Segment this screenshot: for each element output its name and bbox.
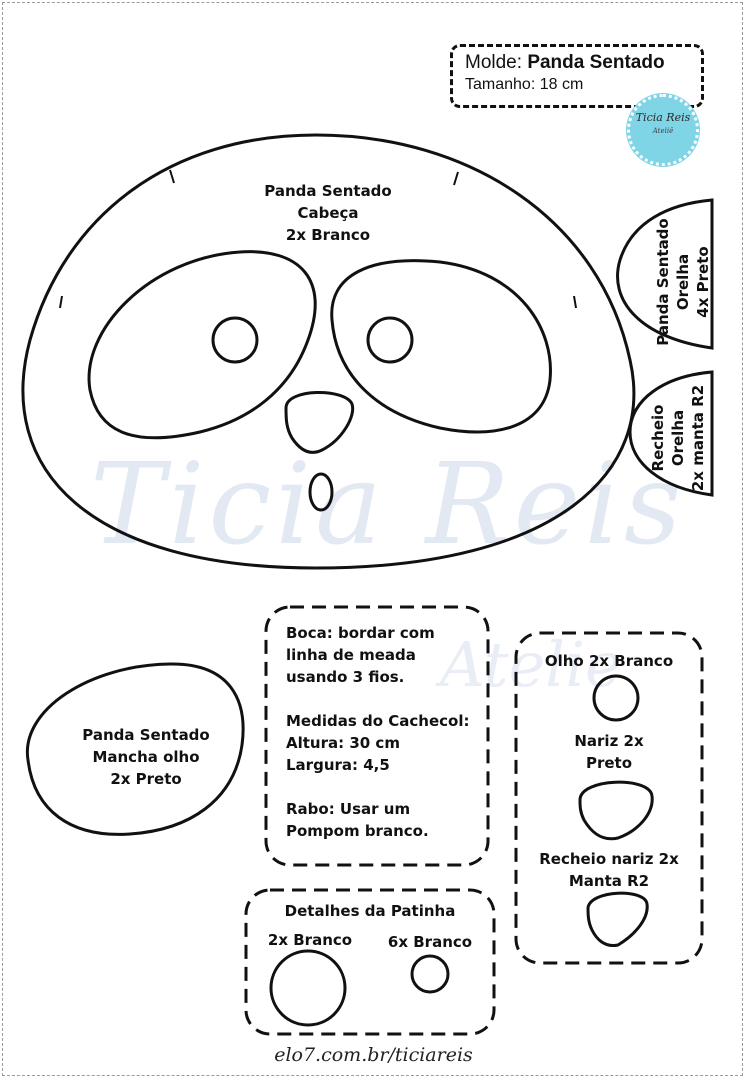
note-line: Pompom branco. [286, 822, 429, 840]
note-line: Altura: 30 cm [286, 734, 400, 752]
footer-url: elo7.com.br/ticiareis [274, 1044, 473, 1066]
eye-piece-label: Olho 2x Branco [544, 652, 674, 670]
ear-fill-shape [628, 370, 714, 497]
head-mark [59, 295, 63, 309]
paw-title: Detalhes da Patinha [284, 902, 456, 920]
note-line: Boca: bordar com [286, 624, 435, 642]
nose-piece-label: Nariz 2x Preto [516, 730, 702, 774]
brand-badge: Ticia Reis Ateliê [627, 94, 699, 166]
notes-text: Boca: bordar com linha de meada usando 3… [286, 622, 486, 842]
ear-label-line: 4x Preto [694, 246, 712, 318]
head-label: Panda Sentado Cabeça 2x Branco [228, 180, 428, 246]
molde-name: Panda Sentado [527, 52, 665, 73]
eye-piece [592, 674, 640, 722]
paw-big-circle [269, 949, 347, 1027]
eye-patch-label-line: Mancha olho [92, 748, 200, 766]
head-outline [21, 133, 636, 570]
right-eye [366, 316, 414, 364]
ear-fill-label-line: 2x manta R2 [689, 384, 707, 492]
ear-label-line: Panda Sentado [654, 218, 672, 346]
paw-small-circle [410, 954, 450, 994]
nose-fill-piece [586, 891, 649, 948]
note-line: Medidas do Cachecol: [286, 712, 470, 730]
mouth [308, 472, 334, 512]
right-eye-patch [330, 259, 552, 434]
small-parts-box [514, 631, 704, 965]
ear-label-line: Orelha [674, 253, 692, 311]
notes-box [264, 605, 490, 867]
nose-piece-label-line: Nariz 2x [574, 732, 644, 750]
note-line: usando 3 fios. [286, 668, 405, 686]
ear-fill-label-line: Recheio [649, 404, 667, 472]
paw-small-label: 6x Branco [387, 933, 473, 951]
eye-patch-label: Panda Sentado Mancha olho 2x Preto [46, 724, 246, 790]
head-mark [573, 295, 577, 309]
nose-piece [578, 780, 654, 841]
nose [284, 391, 355, 454]
eye-patch-piece [25, 662, 245, 836]
note-line: Largura: 4,5 [286, 756, 390, 774]
left-eye [211, 316, 259, 364]
paw-box [244, 888, 496, 1036]
nose-fill-label-line: Manta R2 [568, 872, 650, 890]
ear-fill-label-line: Orelha [669, 409, 687, 467]
size-text: Tamanho: 18 cm [465, 76, 584, 93]
head-label-line: Panda Sentado [264, 182, 392, 200]
eye-patch-label-line: Panda Sentado [82, 726, 210, 744]
title-box: Molde: Panda Sentado Tamanho: 18 cm [450, 44, 704, 108]
ear-label: Panda Sentado Orelha 4x Preto [653, 212, 713, 352]
molde-label: Molde: [465, 52, 523, 73]
badge-sub: Ateliê [652, 127, 674, 135]
head-mark [169, 169, 175, 184]
note-line: Rabo: Usar um [286, 800, 411, 818]
paw-big-label: 2x Branco [267, 931, 353, 949]
watermark-secondary: Atelie [440, 628, 622, 701]
nose-fill-label-line: Recheio nariz 2x [539, 850, 679, 868]
nose-fill-label: Recheio nariz 2x Manta R2 [516, 848, 702, 892]
left-eye-patch [87, 250, 317, 440]
badge-name: Ticia Reis [635, 111, 691, 124]
head-mark [453, 171, 459, 186]
note-line: linha de meada [286, 646, 416, 664]
ear-shape [616, 198, 714, 350]
watermark: Ticia Reis [90, 440, 686, 570]
head-label-line: 2x Branco [285, 226, 371, 244]
nose-piece-label-line: Preto [585, 754, 633, 772]
eye-patch-label-line: 2x Preto [110, 770, 182, 788]
ear-fill-label: Recheio Orelha 2x manta R2 [648, 373, 708, 503]
head-label-line: Cabeça [297, 204, 359, 222]
